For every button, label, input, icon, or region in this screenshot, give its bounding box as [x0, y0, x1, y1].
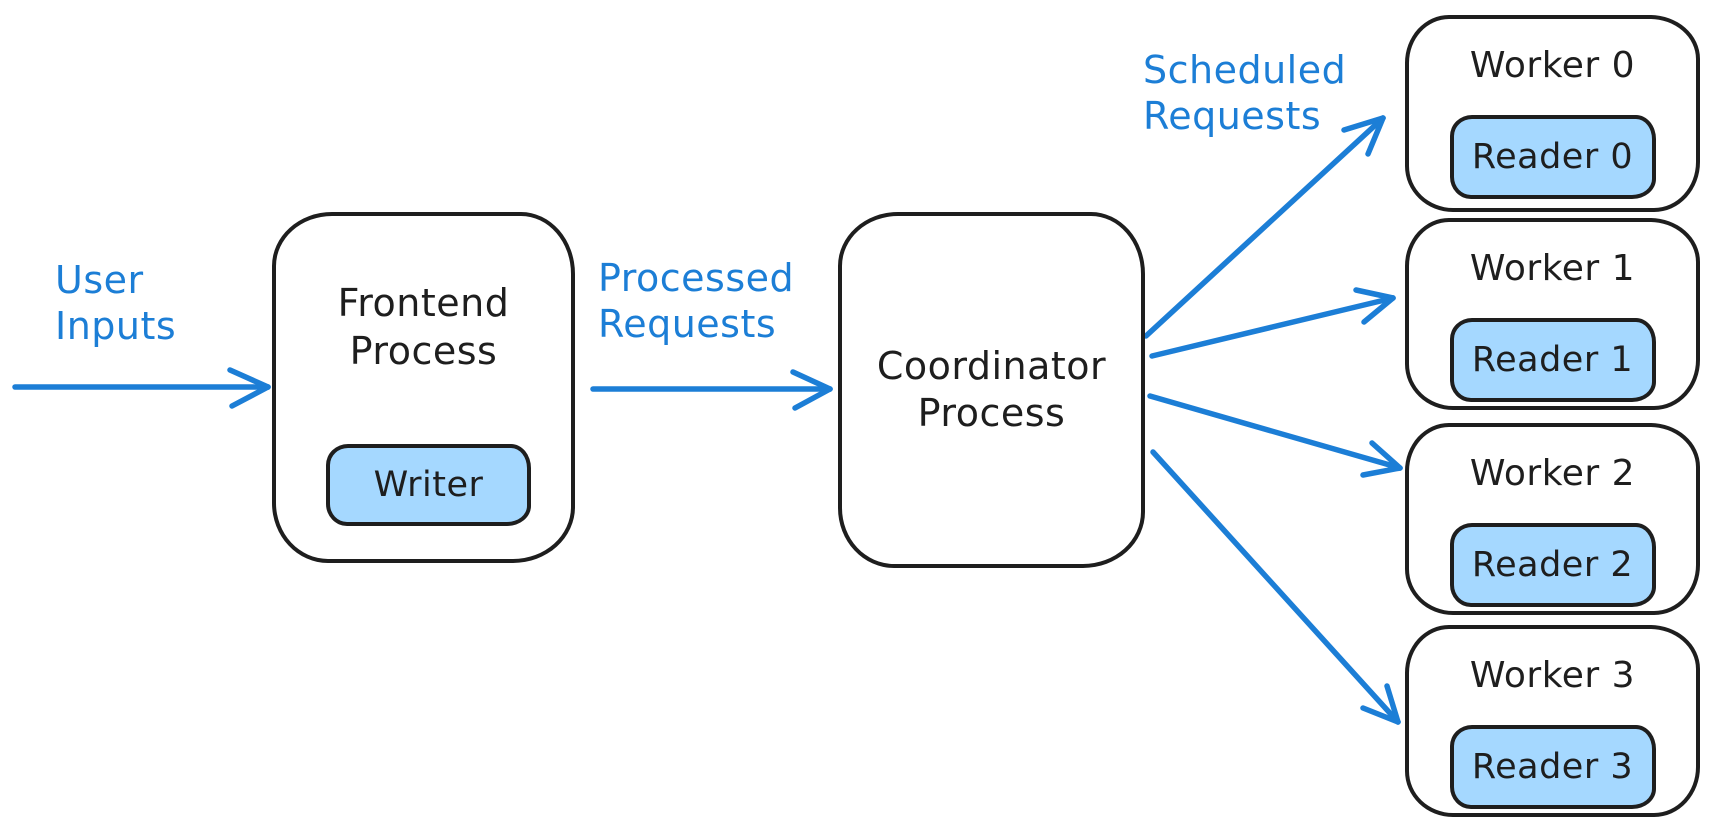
coordinator-process-title: Coordinator Process [876, 343, 1107, 436]
scheduled-arrow-worker-3 [1150, 449, 1401, 725]
worker-1-node: Worker 1 Reader 1 [1405, 218, 1700, 410]
processed-requests-arrow [590, 369, 833, 411]
processed-requests-label: Processed Requests [598, 256, 795, 346]
worker-2-title: Worker 2 [1469, 453, 1636, 494]
scheduled-requests-label: Scheduled Requests [1143, 48, 1347, 138]
worker-0-title: Worker 0 [1469, 45, 1636, 86]
reader-0-label: Reader 0 [1471, 137, 1634, 177]
scheduled-arrow-worker-1 [1149, 287, 1396, 359]
worker-3-node: Worker 3 Reader 3 [1405, 625, 1700, 817]
reader-1-label: Reader 1 [1471, 340, 1634, 380]
scheduled-arrow-worker-2 [1147, 393, 1403, 478]
worker-0-node: Worker 0 Reader 0 [1405, 15, 1700, 212]
reader-1-chip: Reader 1 [1449, 318, 1656, 402]
writer-label: Writer [373, 465, 484, 505]
reader-2-chip: Reader 2 [1449, 523, 1656, 607]
frontend-process-title: Frontend Process [337, 281, 510, 373]
worker-2-node: Worker 2 Reader 2 [1405, 423, 1700, 615]
writer-chip: Writer [326, 444, 531, 526]
reader-0-chip: Reader 0 [1449, 115, 1656, 199]
reader-2-label: Reader 2 [1471, 545, 1634, 585]
worker-1-title: Worker 1 [1469, 248, 1636, 289]
coordinator-process-node: Coordinator Process [838, 212, 1145, 568]
reader-3-chip: Reader 3 [1449, 725, 1656, 809]
frontend-process-node: Frontend Process Writer [272, 212, 575, 563]
user-inputs-label: User Inputs [55, 258, 177, 348]
reader-3-label: Reader 3 [1471, 747, 1634, 787]
user-inputs-arrow [12, 367, 271, 409]
worker-3-title: Worker 3 [1469, 655, 1636, 696]
scheduled-arrow-worker-0 [1143, 115, 1386, 339]
